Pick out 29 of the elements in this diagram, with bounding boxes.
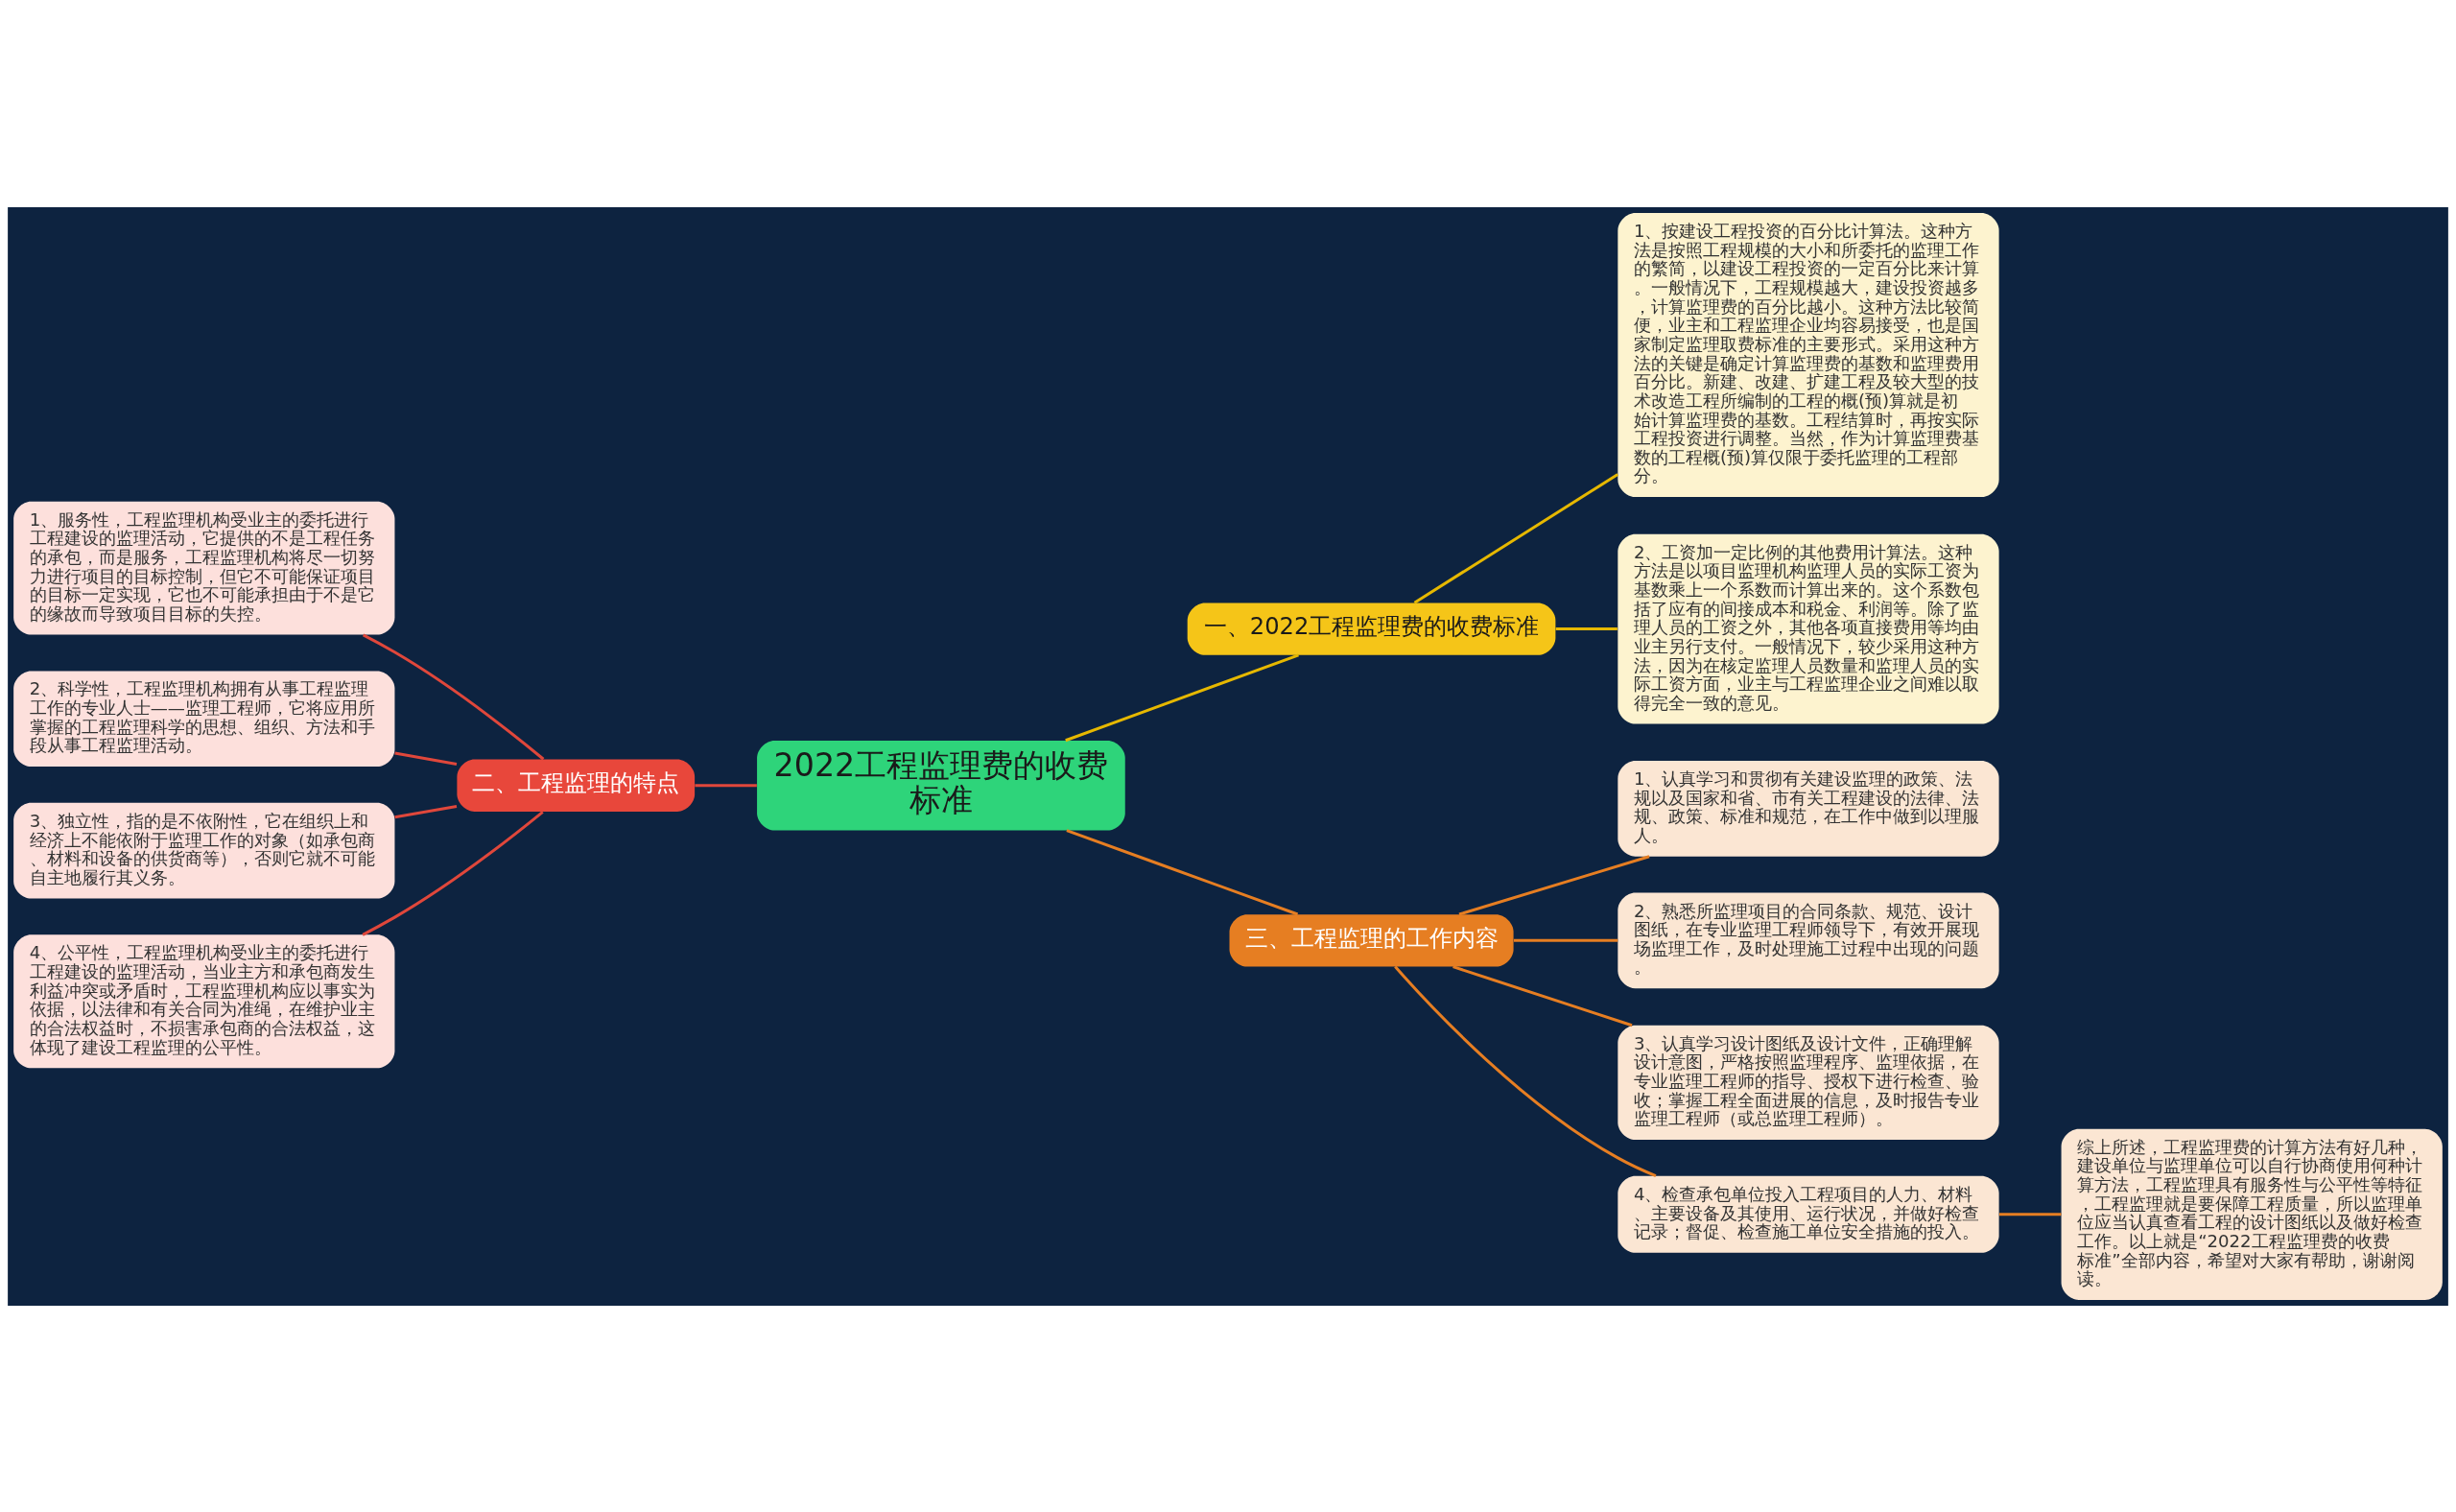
connector (1066, 828, 1299, 915)
connector (1513, 938, 1618, 942)
connector (362, 633, 545, 760)
node-box: 2、熟悉所监理项目的合同条款、规范、设计图纸，在专业监理工程师领导下，有效开展现场监理工作，及时处理施工过程中出现的问题。 (1618, 892, 1999, 988)
node-box: 一、2022工程监理费的收费标准 (1187, 602, 1556, 655)
connector (695, 783, 757, 787)
node-box: 1、按建设工程投资的百分比计算法。这种方法是按照工程规模的大小和所委托的监理工作的繁简，以建设工程投资的一定百分比来计算。一般情况下，工程规模越大，建设投资越多，计算监理费的百分比越小。这种方法比较简便，业主和工程监理企业均容易接受，也是国家制定监理取费标准的主要形式。采用这种方法的关键是确定计算监理费的基数和监理费用百分比。新建、改建、扩建工程及较大型的技术改造工程所编制的工程的概(预)算就是初始计算监理费的基数。工程结算时，再按实际工程投资进行调整。当然，作为计算监理费基数的工程概(预)算仅限于委托监理的工程部分。 (1618, 212, 1999, 497)
connector (1394, 965, 1657, 1177)
connector (1452, 964, 1633, 1027)
node-box: 4、检查承包单位投入工程项目的人力、材料、主要设备及其使用、运行状况，并做好检查记录；督促、检查施工单位安全措施的投入。 (1618, 1175, 1999, 1253)
node-box: 2、科学性，工程监理机构拥有从事工程监理工作的专业人士——监理工程师，它将应用所掌握的工程监理科学的思想、组织、方法和手段从事工程监理活动。 (13, 670, 395, 767)
connector (1998, 1212, 2062, 1216)
connector (1555, 626, 1618, 630)
node-box: 1、认真学习和贯彻有关建设监理的政策、法规以及国家和省、市有关工程建设的法律、法规、政策、标准和规范，在工作中做到以理服人。 (1618, 760, 1999, 857)
node-box: 3、认真学习设计图纸及设计文件，正确理解设计意图，严格按照监理程序、监理依据，在专业监理工程师的指导、授权下进行检查、验收；掌握工程全面进展的信息，及时报告专业监理工程师（或总监理工程师）。 (1618, 1025, 1999, 1140)
connector (394, 804, 458, 818)
node-box: 三、工程监理的工作内容 (1229, 913, 1514, 967)
connector (362, 810, 544, 936)
node-box: 二、工程监理的特点 (457, 759, 696, 812)
node-box: 4、公平性，工程监理机构受业主的委托进行工程建设的监理活动，当业主方和承包商发生利益冲突或矛盾时，工程监理机构应以事实为依据，以法律和有关合同为准绳，在维护业主的合法权益时，不损害承包商的合法权益，这体现了建设工程监理的公平性。 (13, 933, 395, 1068)
connector (394, 750, 458, 766)
node-box: 3、独立性，指的是不依附性，它在组织上和经济上不能依附于监理工作的对象（如承包商、材料和设备的供货商等），否则它就不可能自主地履行其义务。 (13, 802, 395, 899)
connector (1413, 472, 1619, 603)
node-box: 2、工资加一定比例的其他费用计算法。这种方法是以项目监理机构监理人员的实际工资为基数乘上一个系数而计算出来的。这个系数包括了应有的间接成本和税金、利润等。除了监理人员的工资之外，其他各项直接费用等均由业主另行支付。一般情况下，较少采用这种方法，因为在核定监理人员数量和监理人员的实际工资方面，业主与工程监理企业之间难以取得完全一致的意见。 (1618, 533, 1999, 723)
connector (1458, 854, 1650, 915)
node-box: 2022工程监理费的收费标准 (757, 740, 1125, 831)
connector (1065, 652, 1299, 742)
node-box: 1、服务性，工程监理机构受业主的委托进行工程建设的监理活动，它提供的不是工程任务的承包，而是服务，工程监理机构将尽一切努力进行项目的目标控制，但它不可能保证项目的目标一定实现，它也不可能承担由于不是它的缘故而导致项目目标的失控。 (13, 501, 395, 635)
node-box: 综上所述，工程监理费的计算方法有好几种，建设单位与监理单位可以自行协商使用何种计算方法，工程监理具有服务性与公平性等特征，工程监理就是要保障工程质量，所以监理单位应当认真查看工程的设计图纸以及做好检查工作。以上就是“2022工程监理费的收费标准”全部内容，希望对大家有帮助，谢谢阅读。 (2061, 1128, 2443, 1300)
